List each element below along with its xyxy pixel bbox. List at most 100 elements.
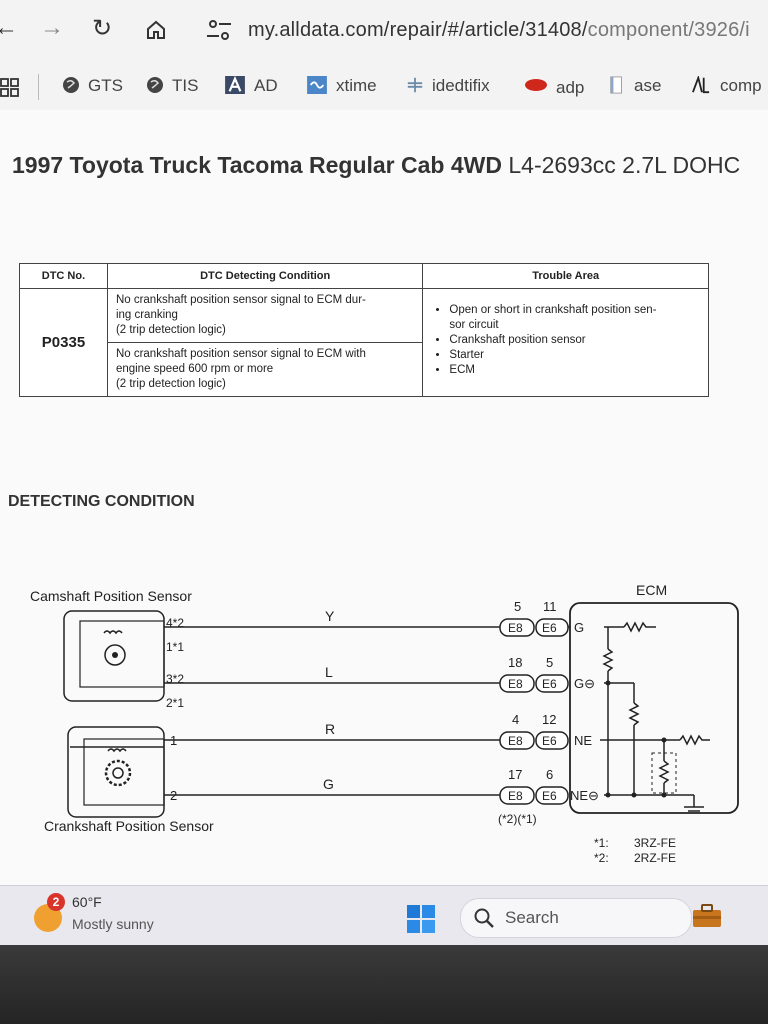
briefcase-icon[interactable]	[692, 904, 722, 928]
ecm-pin-g-neg: G⊖	[574, 676, 595, 691]
condition-text: (2 trip detection logic)	[115, 378, 226, 390]
sensor-rotor-icon	[104, 644, 126, 666]
condition-text: engine speed 600 rpm or more	[115, 363, 274, 375]
footnote-value: 2RZ-FE	[634, 851, 676, 865]
coil-icon	[103, 630, 123, 635]
connector-pin: 17	[508, 767, 522, 782]
connector-row-1: 5 11 E8 E6	[499, 599, 569, 637]
weather-condition[interactable]: Mostly sunny	[72, 916, 154, 932]
bookmark-label: xtime	[336, 76, 377, 95]
connector-row-4: 17 6 E8 E6	[499, 767, 569, 805]
bookmark-label: TIS	[172, 76, 199, 95]
taskbar-search[interactable]: Search	[460, 898, 692, 938]
connector-e8: E8	[508, 789, 523, 803]
bookmark-adp[interactable]: adp	[524, 76, 584, 98]
condition-text: No crankshaft position sensor signal to …	[115, 348, 366, 360]
url-field[interactable]: my.alldata.com/repair/#/article/31408/co…	[248, 19, 750, 42]
bookmarks-bar: GTS TIS AD xtime idedtifix adp ase comp	[0, 64, 768, 111]
connector-pin: 4	[512, 712, 519, 727]
connector-e6: E6	[542, 677, 557, 691]
trouble-text: Open or short in crankshaft position sen…	[449, 304, 657, 316]
bookmark-gts[interactable]: GTS	[62, 76, 123, 96]
comp-icon	[692, 76, 710, 94]
connector-pin: 5	[514, 599, 521, 614]
trouble-area-item: Starter	[449, 348, 700, 363]
ecm-pin-ne-neg: NE⊖	[570, 788, 599, 803]
bookmark-label: ase	[634, 76, 662, 95]
trouble-area-item: ECM	[449, 363, 700, 378]
condition-1: No crankshaft position sensor signal to …	[106, 288, 424, 343]
start-windows-icon[interactable]	[406, 904, 436, 934]
condition-2: No crankshaft position sensor signal to …	[106, 342, 424, 397]
connector-e6: E6	[542, 789, 557, 803]
search-icon	[474, 908, 494, 928]
site-settings-icon[interactable]	[205, 16, 233, 44]
bookmark-xtime[interactable]: xtime	[306, 76, 377, 96]
wiring-diagram: Camshaft Position Sensor ECM Crankshaft …	[30, 582, 739, 865]
globe-icon	[147, 77, 163, 93]
connector-e6: E6	[542, 621, 557, 635]
wire-color: R	[325, 721, 335, 737]
ecm-label: ECM	[636, 582, 667, 598]
cam-sensor-label: Camshaft Position Sensor	[30, 588, 192, 604]
article-content: 1997 Toyota Truck Tacoma Regular Cab 4WD…	[0, 110, 768, 885]
connector-e8: E8	[508, 677, 523, 691]
crankshaft-sensor	[67, 726, 165, 818]
xtime-icon	[307, 76, 327, 94]
back-icon[interactable]: ←	[0, 14, 18, 41]
crank-sensor-label: Crankshaft Position Sensor	[44, 818, 214, 834]
url-rest: component/3926/i	[587, 19, 750, 41]
connector-e8: E8	[508, 621, 523, 635]
bookmark-label: GTS	[88, 76, 123, 95]
address-bar: ← → ↻ my.alldata.com/repair/#/article/31…	[0, 0, 768, 64]
header-condition: DTC Detecting Condition	[106, 263, 424, 289]
screen: ← → ↻ my.alldata.com/repair/#/article/31…	[0, 0, 768, 945]
weather-temperature[interactable]: 60°F	[72, 894, 102, 910]
trouble-area-item: Crankshaft position sensor	[449, 333, 700, 348]
identifix-icon	[407, 77, 423, 93]
bookmark-identifix[interactable]: idedtifix	[406, 76, 490, 96]
vehicle-title: 1997 Toyota Truck Tacoma Regular Cab 4WD…	[12, 152, 740, 179]
adp-icon	[525, 79, 547, 91]
header-trouble-area: Trouble Area	[422, 263, 709, 289]
apps-grid-icon[interactable]	[0, 78, 20, 98]
url-main: my.alldata.com/repair/#/article/31408/	[248, 19, 588, 41]
bookmark-ad[interactable]: AD	[224, 76, 278, 96]
bookmark-comp[interactable]: comp	[690, 76, 762, 96]
connector-row-2: 18 5 E8 E6	[499, 655, 569, 693]
bookmark-label: comp	[720, 76, 762, 95]
footnote-key: *1:	[594, 836, 609, 850]
connector-pin: 5	[546, 655, 553, 670]
vehicle-model: 1997 Toyota Truck Tacoma Regular Cab 4WD	[12, 152, 502, 178]
bookmark-ase[interactable]: ase	[608, 76, 661, 96]
connector-pin: 18	[508, 655, 522, 670]
connector-e6: E6	[542, 734, 557, 748]
bookmark-divider	[38, 74, 39, 100]
condition-text: ing cranking	[115, 309, 178, 321]
bookmark-label: idedtifix	[432, 76, 490, 95]
home-icon[interactable]	[144, 18, 168, 42]
trouble-area-item: Open or short in crankshaft position sen…	[449, 303, 700, 333]
connector-row-3: 4 12 E8 E6	[499, 712, 569, 750]
coil-icon	[107, 748, 127, 753]
footnote-key: *2:	[594, 851, 609, 865]
wire-color: Y	[325, 608, 335, 624]
gear-icon	[104, 759, 132, 787]
dtc-table-header: DTC No. DTC Detecting Condition Trouble …	[19, 263, 709, 289]
page-icon	[610, 76, 622, 94]
reload-icon[interactable]: ↻	[92, 15, 113, 42]
ecm-pin-g: G	[574, 620, 584, 635]
cam-pin-label: 4*2	[166, 616, 184, 630]
forward-icon[interactable]: →	[40, 14, 64, 41]
cam-pin-label: 1*1	[166, 640, 184, 654]
dtc-code: P0335	[19, 288, 108, 397]
condition-text: (2 trip detection logic)	[115, 324, 226, 336]
wire-color: L	[325, 664, 333, 680]
section-title: DETECTING CONDITION	[8, 493, 195, 510]
footnote-value: 3RZ-FE	[634, 836, 676, 850]
bookmark-tis[interactable]: TIS	[146, 76, 198, 96]
camshaft-sensor	[63, 610, 165, 702]
wire-color: G	[323, 776, 334, 792]
ecm-pin-ne: NE	[574, 733, 592, 748]
taskbar: 2 60°F Mostly sunny Search	[0, 885, 768, 945]
